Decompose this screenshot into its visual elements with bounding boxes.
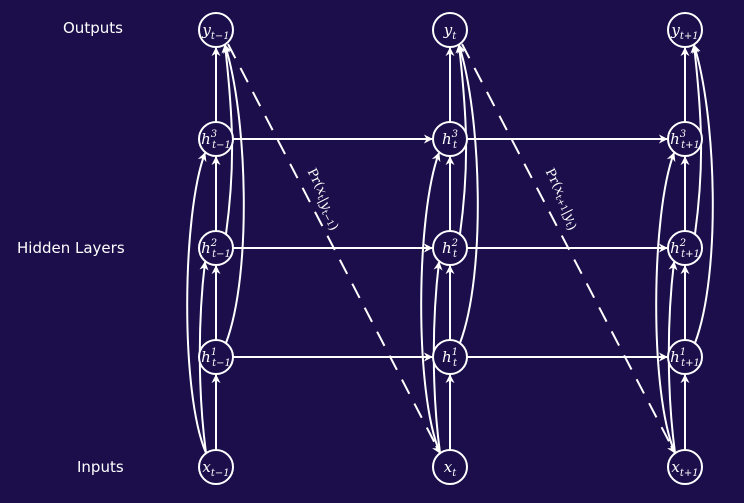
input-node: xt−1: [198, 449, 234, 485]
output-node: yt: [432, 12, 468, 48]
node-circle: [198, 339, 234, 375]
hidden-layers-label: Hidden Layers: [17, 239, 125, 257]
node-circle: [198, 121, 234, 157]
node-circle: [432, 12, 468, 48]
outputs-label: Outputs: [63, 19, 123, 37]
output-skip-arrow: [457, 44, 479, 344]
node-circle: [667, 339, 703, 375]
input-skip-arrow: [186, 152, 207, 454]
node-circle: [667, 12, 703, 48]
node-circle: [198, 230, 234, 266]
output-skip-arrow: [223, 44, 245, 344]
node-circle: [432, 121, 468, 157]
node-circle: [432, 230, 468, 266]
node-label: xt−1: [202, 458, 229, 479]
node-label: yt−1: [201, 21, 229, 42]
input-node: xt+1: [667, 449, 703, 485]
input-skip-arrow: [420, 152, 441, 454]
node-label: yt: [443, 21, 457, 42]
output-node: yt−1: [198, 12, 234, 48]
prediction-dashed-line: [461, 43, 676, 454]
node-circle: [667, 121, 703, 157]
node-label: xt+1: [671, 458, 698, 479]
input-skip-arrow: [655, 152, 676, 454]
input-node: xt: [432, 449, 468, 485]
output-node: yt+1: [667, 12, 703, 48]
probability-label: Pr(xt|yt−1): [298, 166, 346, 233]
node-circle: [667, 449, 703, 485]
node-label: xt: [444, 458, 457, 479]
node-circle: [432, 449, 468, 485]
node-circle: [432, 339, 468, 375]
output-skip-arrow: [692, 44, 714, 344]
node-label: yt+1: [670, 21, 698, 42]
prediction-dashed-line: [227, 43, 441, 454]
node-circle: [667, 230, 703, 266]
node-circle: [198, 449, 234, 485]
node-circle: [198, 12, 234, 48]
inputs-label: Inputs: [77, 458, 124, 476]
